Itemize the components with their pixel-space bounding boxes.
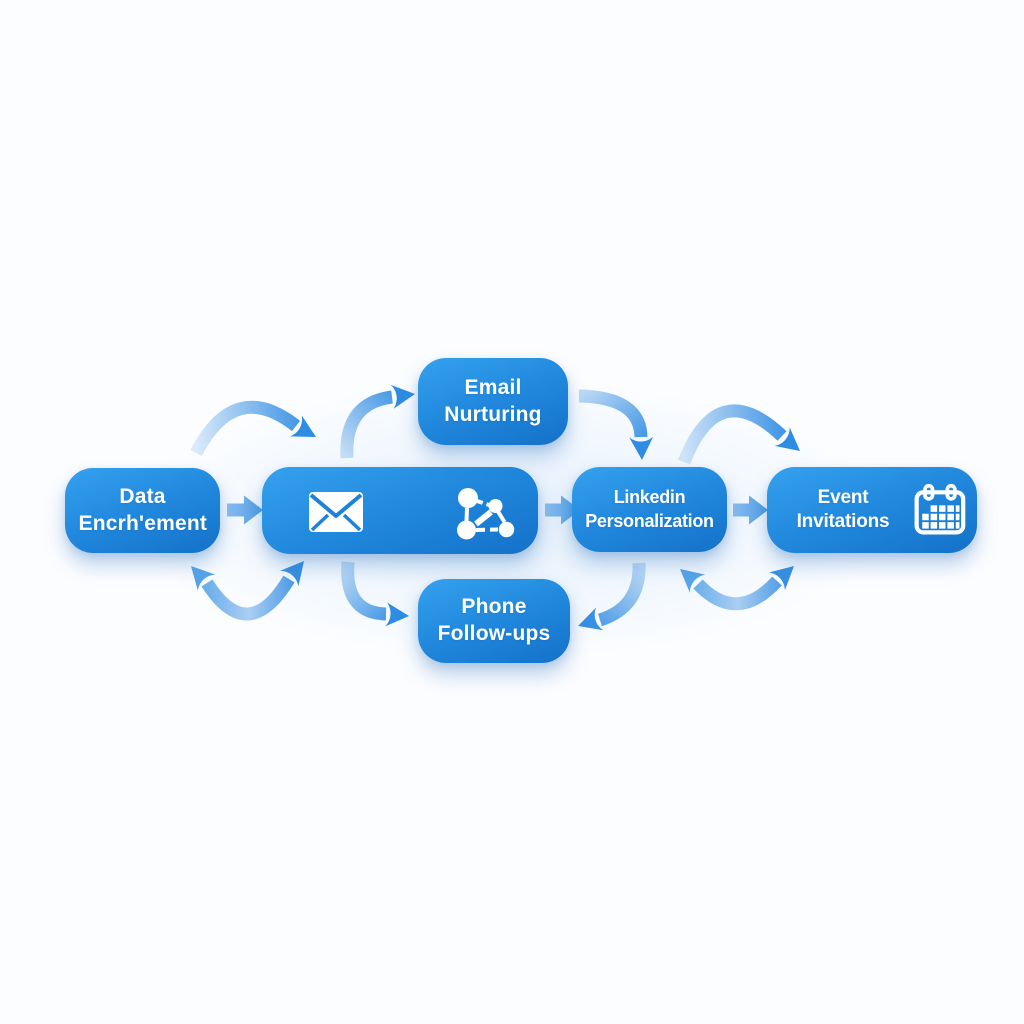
node-email-nurturing: Email Nurturing [418, 358, 568, 445]
curved-arrow-hub-to-phone [341, 561, 409, 627]
network-icon [457, 488, 515, 540]
arrow-linkedin-to-event [733, 495, 768, 525]
node-email-nurturing-label: Email Nurturing [444, 375, 542, 426]
node-data-enrichment-label: Data Encrh'ement [78, 484, 208, 535]
node-phone-follow-ups: Phone Follow-ups [418, 579, 570, 663]
arrow-data-enrichment-to-hub [227, 495, 263, 525]
node-outreach-hub [262, 467, 538, 554]
curved-double-arrow-linkedin-event [680, 566, 794, 611]
node-phone-follow-ups-label: Phone Follow-ups [437, 595, 551, 645]
node-event-invitations-label: Event Invitations [796, 486, 890, 532]
arrow-hub-to-linkedin [545, 495, 580, 525]
curved-arrow-data-to-hub [190, 400, 316, 457]
curved-double-arrow-data-hub [191, 561, 304, 621]
node-event-invitations: Event Invitations [767, 467, 977, 553]
curved-arrow-hub-to-email [340, 384, 415, 459]
curved-arrow-email-to-linkedin [578, 389, 654, 460]
node-linkedin-personalization-label: Linkedin Personalization [585, 487, 714, 531]
calendar-icon [914, 483, 966, 535]
node-data-enrichment: Data Encrh'ement [65, 468, 220, 553]
envelope-icon [309, 492, 363, 532]
curved-arrow-linkedin-to-event [677, 404, 800, 465]
node-linkedin-personalization: Linkedin Personalization [572, 467, 727, 552]
curved-arrow-linkedin-to-phone [578, 562, 646, 631]
